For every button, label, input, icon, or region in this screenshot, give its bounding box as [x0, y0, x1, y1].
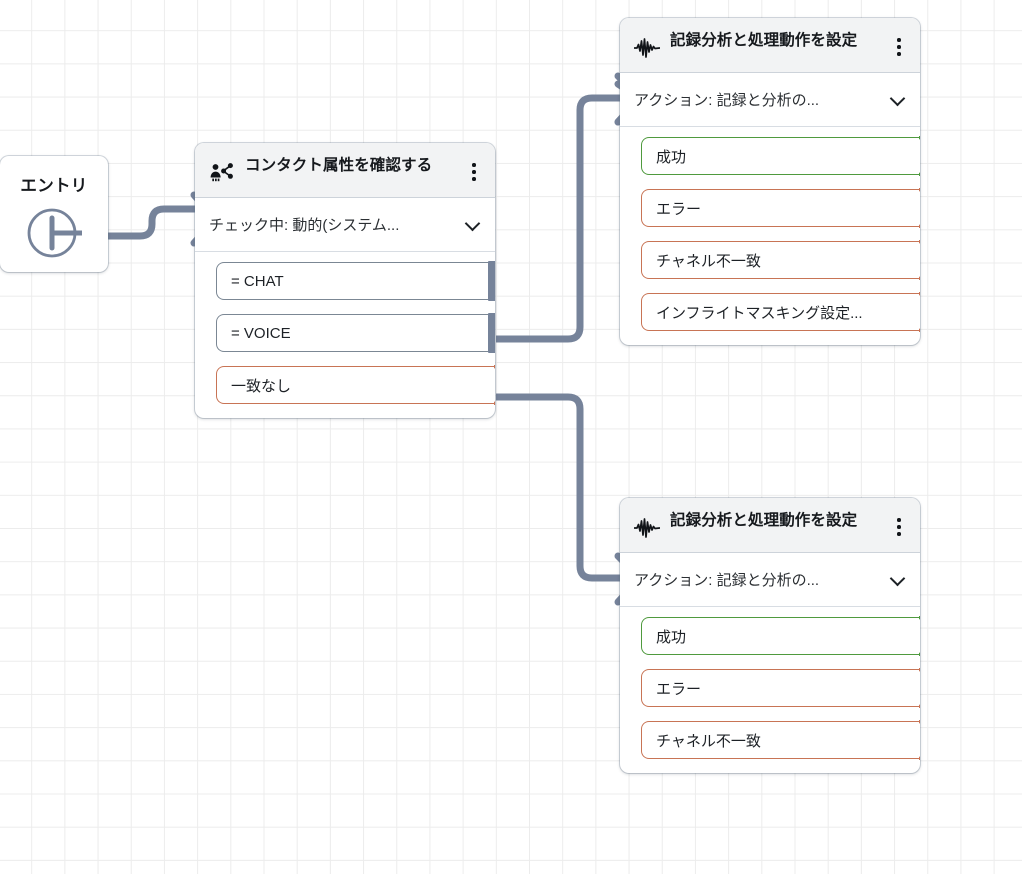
node-set-recording-analytics-bottom[interactable]: 記録分析と処理動作を設定 アクション: 記録と分析の... 成功 エラー [620, 498, 920, 773]
output-row-no-match[interactable]: 一致なし [195, 365, 495, 405]
node-title: コンタクト属性を確認する [245, 157, 433, 174]
node-set-recording-analytics-top[interactable]: 記録分析と処理動作を設定 アクション: 記録と分析の... 成功 エラー [620, 18, 920, 345]
output-row-voice[interactable]: = VOICE [195, 313, 495, 353]
output-row-box[interactable]: = CHAT [216, 262, 495, 300]
node-subtitle: チェック中: 動的(システム... [209, 217, 400, 234]
output-row-inflight-masking[interactable]: インフライトマスキング設定... [620, 292, 920, 332]
output-row-label: チャネル不一致 [656, 732, 761, 750]
audio-waveform-icon [634, 511, 660, 539]
node-header[interactable]: 記録分析と処理動作を設定 [620, 18, 920, 73]
node-subtitle-row[interactable]: アクション: 記録と分析の... [620, 553, 920, 607]
output-row-label: = CHAT [231, 272, 284, 290]
entry-node-label: エントリ [20, 177, 88, 195]
output-row-box[interactable]: 一致なし [216, 366, 495, 404]
output-row-label: エラー [656, 200, 702, 218]
node-title: 記録分析と処理動作を設定 [670, 32, 858, 49]
node-subtitle-row[interactable]: アクション: 記録と分析の... [620, 73, 920, 127]
output-row-box[interactable]: チャネル不一致 [641, 241, 920, 279]
node-subtitle: アクション: 記録と分析の... [634, 92, 820, 109]
node-subtitle-row[interactable]: チェック中: 動的(システム... [195, 198, 495, 252]
kebab-menu-icon[interactable] [465, 156, 483, 181]
contact-attributes-icon [209, 156, 235, 184]
chevron-down-icon[interactable] [466, 217, 481, 232]
output-row-box[interactable]: エラー [641, 669, 920, 707]
output-row-label: 成功 [656, 148, 687, 166]
connector-stub [488, 313, 495, 353]
entry-node[interactable]: エントリ [0, 156, 108, 272]
output-row-label: エラー [656, 680, 702, 698]
output-row-box[interactable]: インフライトマスキング設定... [641, 293, 920, 331]
output-row-label: インフライトマスキング設定... [656, 304, 863, 322]
chevron-down-icon[interactable] [891, 572, 906, 587]
output-row-success[interactable]: 成功 [620, 616, 920, 656]
node-header[interactable]: コンタクト属性を確認する [195, 143, 495, 198]
node-header[interactable]: 記録分析と処理動作を設定 [620, 498, 920, 553]
output-row-label: 成功 [656, 628, 687, 646]
output-row-chat[interactable]: = CHAT [195, 261, 495, 301]
node-title: 記録分析と処理動作を設定 [670, 512, 858, 529]
node-output-rows: 成功 エラー チャネル不一致 [620, 607, 920, 773]
output-row-box[interactable]: = VOICE [216, 314, 495, 352]
output-row-box[interactable]: チャネル不一致 [641, 721, 920, 759]
output-row-box[interactable]: エラー [641, 189, 920, 227]
output-row-channel-mismatch[interactable]: チャネル不一致 [620, 720, 920, 760]
entry-port-icon[interactable] [26, 205, 84, 261]
node-subtitle: アクション: 記録と分析の... [634, 572, 820, 589]
node-output-rows: 成功 エラー チャネル不一致 [620, 127, 920, 345]
connector-stub [488, 261, 495, 301]
output-row-label: = VOICE [231, 324, 291, 342]
node-output-rows: = CHAT = VOICE 一致なし [195, 252, 495, 418]
chevron-down-icon[interactable] [891, 92, 906, 107]
kebab-menu-icon[interactable] [890, 31, 908, 56]
output-row-label: チャネル不一致 [656, 252, 761, 270]
output-row-channel-mismatch[interactable]: チャネル不一致 [620, 240, 920, 280]
output-row-label: 一致なし [231, 377, 292, 395]
output-row-box[interactable]: 成功 [641, 137, 920, 175]
output-row-box[interactable]: 成功 [641, 617, 920, 655]
output-row-error[interactable]: エラー [620, 188, 920, 228]
node-check-contact-attributes[interactable]: コンタクト属性を確認する チェック中: 動的(システム... = CHAT = … [195, 143, 495, 418]
audio-waveform-icon [634, 31, 660, 59]
output-row-success[interactable]: 成功 [620, 136, 920, 176]
kebab-menu-icon[interactable] [890, 511, 908, 536]
output-row-error[interactable]: エラー [620, 668, 920, 708]
